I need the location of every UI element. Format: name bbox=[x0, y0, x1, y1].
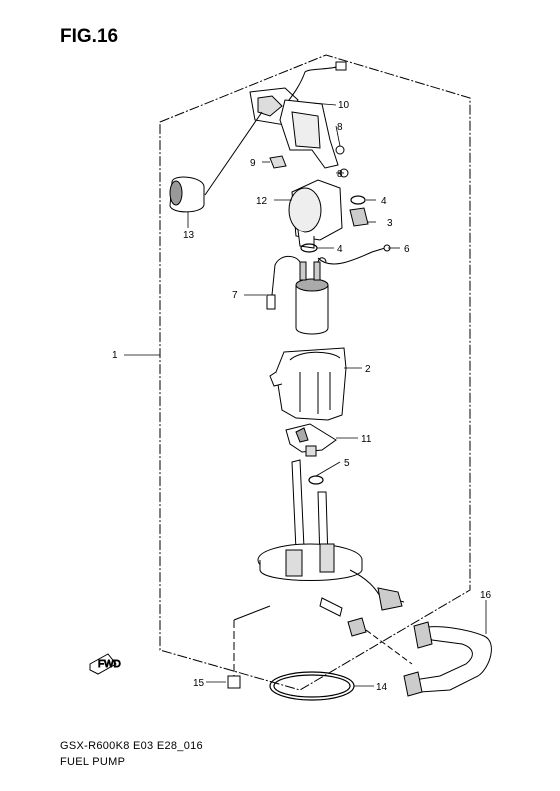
callout-4-b: 4 bbox=[337, 244, 343, 255]
callout-8-b: 8 bbox=[337, 169, 343, 180]
part-11-filter bbox=[285, 423, 337, 457]
callout-4-a: 4 bbox=[381, 196, 387, 207]
callout-8-a: 8 bbox=[337, 122, 343, 133]
svg-text:FWD: FWD bbox=[98, 659, 121, 670]
part-4-oring-a bbox=[350, 195, 366, 205]
callout-11: 11 bbox=[361, 434, 372, 445]
part-13-float bbox=[169, 111, 263, 213]
assembly-outline bbox=[159, 54, 471, 691]
part-5-ring bbox=[308, 475, 324, 485]
callout-5: 5 bbox=[344, 458, 350, 469]
callout-10: 10 bbox=[338, 100, 350, 111]
figure-caption: FUEL PUMP bbox=[60, 756, 126, 768]
callout-13: 13 bbox=[183, 230, 195, 241]
callout-3: 3 bbox=[387, 218, 393, 229]
part-16-fuel-hose bbox=[403, 621, 492, 697]
model-code: GSX-R600K8 E03 E28_016 bbox=[60, 740, 203, 752]
callout-14: 14 bbox=[376, 682, 388, 693]
part-12-regulator-housing bbox=[288, 179, 343, 249]
part-7-fuel-pump bbox=[266, 255, 329, 335]
part-9-clip bbox=[269, 155, 287, 169]
callout-15: 15 bbox=[193, 678, 205, 689]
part-3-regulator bbox=[349, 207, 369, 227]
fwd-arrow-icon: FWD bbox=[89, 653, 121, 675]
part-2-pump-bracket bbox=[269, 347, 347, 421]
part-15-bolt bbox=[227, 605, 271, 689]
fuel-outlet-joint bbox=[347, 617, 413, 665]
callout-7: 7 bbox=[232, 290, 238, 301]
part-14-gasket bbox=[269, 671, 355, 701]
callout-6: 6 bbox=[404, 244, 410, 255]
base-plate-assembly bbox=[257, 459, 405, 617]
callout-1: 1 bbox=[112, 350, 118, 361]
callout-16: 16 bbox=[480, 590, 492, 601]
figure-title: FIG.16 bbox=[60, 26, 119, 47]
part-8-screw-a bbox=[335, 145, 345, 155]
part-10-sender-bracket bbox=[249, 61, 347, 169]
callout-labels: 1 2 3 4 4 5 6 7 8 8 9 10 11 12 13 14 15 … bbox=[112, 100, 492, 693]
callout-9: 9 bbox=[250, 158, 256, 169]
leader-lines bbox=[187, 102, 487, 687]
callout-2: 2 bbox=[365, 364, 371, 375]
callout-12: 12 bbox=[256, 196, 268, 207]
